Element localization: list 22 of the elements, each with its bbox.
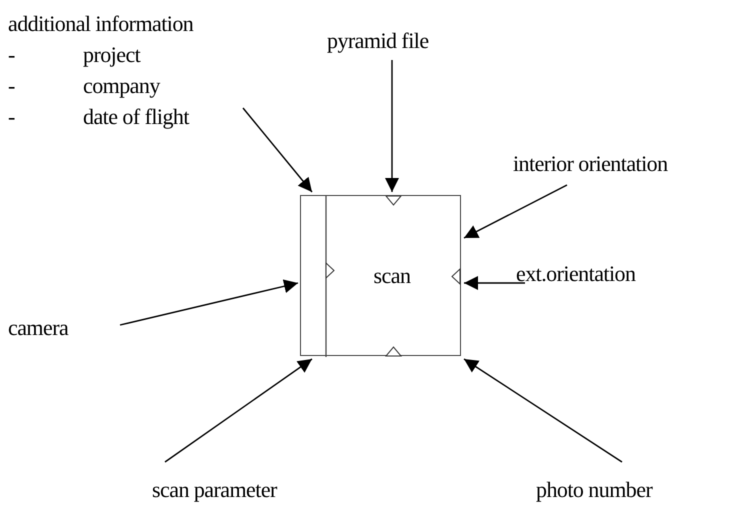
arrow <box>464 358 622 463</box>
list-item: company <box>83 72 160 100</box>
arrow <box>464 276 525 290</box>
arrow <box>242 108 313 192</box>
input-label: scan parameter <box>152 476 277 504</box>
input-label: interior orientation <box>513 150 668 178</box>
arrow <box>120 279 298 326</box>
arrow <box>385 60 399 192</box>
list-dash: - <box>8 103 16 131</box>
process-box <box>300 195 461 356</box>
input-label: pyramid file <box>327 27 429 55</box>
input-label: camera <box>8 314 68 342</box>
arrow <box>464 184 568 239</box>
arrow <box>164 358 312 463</box>
heading-text: additional information <box>8 10 194 38</box>
box-label: scan <box>372 262 412 290</box>
list-dash: - <box>8 72 16 100</box>
input-label: photo number <box>536 476 652 504</box>
input-label: ext.orientation <box>516 260 636 288</box>
list-item: project <box>83 41 140 69</box>
list-item: date of flight <box>83 103 189 131</box>
list-dash: - <box>8 41 16 69</box>
